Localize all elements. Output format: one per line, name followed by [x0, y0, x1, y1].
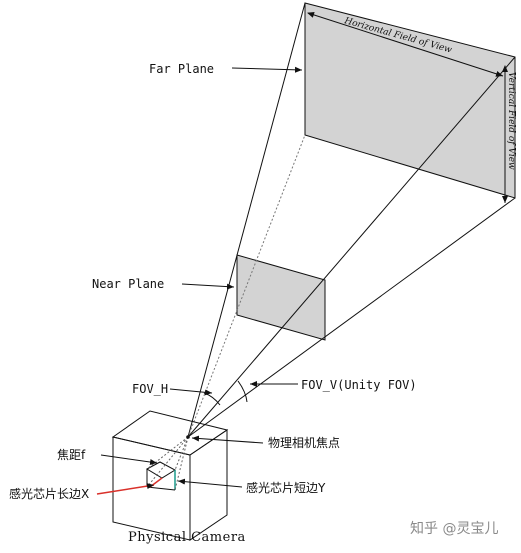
- focal-point-leader: [191, 435, 264, 444]
- near-plane: [236, 254, 326, 341]
- near-plane-leader: [181, 283, 235, 290]
- vertical-fov-label: Vertical Field of View: [506, 72, 516, 170]
- physical-camera: [111, 410, 229, 541]
- sensor-short-leader: [177, 478, 243, 488]
- far-plane-label: Far Plane: [149, 62, 214, 76]
- fov-h-leader: [169, 388, 213, 396]
- sensor-long-label: 感光芯片长边X: [9, 486, 89, 501]
- sensor-short-label: 感光芯片短边Y: [246, 480, 326, 495]
- fov-v-arc: [237, 380, 248, 403]
- sensor-rays: [146, 436, 189, 491]
- horizontal-fov-arrow: [307, 11, 504, 77]
- near-plane-label: Near Plane: [92, 277, 164, 291]
- fov-h-label: FOV_H: [132, 382, 168, 396]
- focal-length-label: 焦距f: [57, 448, 86, 462]
- frustum-rays: [187, 2, 516, 438]
- focal-point: [186, 435, 190, 439]
- camera-label: Physical Camera: [128, 530, 246, 545]
- far-plane: [304, 2, 516, 199]
- watermark: 知乎 @灵宝儿: [410, 520, 498, 537]
- fov-v-label: FOV_V(Unity FOV): [301, 378, 417, 392]
- focal-length-leader: [100, 454, 158, 465]
- far-plane-leader: [231, 66, 303, 73]
- sensor-long-leader: [96, 483, 155, 495]
- focal-point-label: 物理相机焦点: [268, 436, 340, 450]
